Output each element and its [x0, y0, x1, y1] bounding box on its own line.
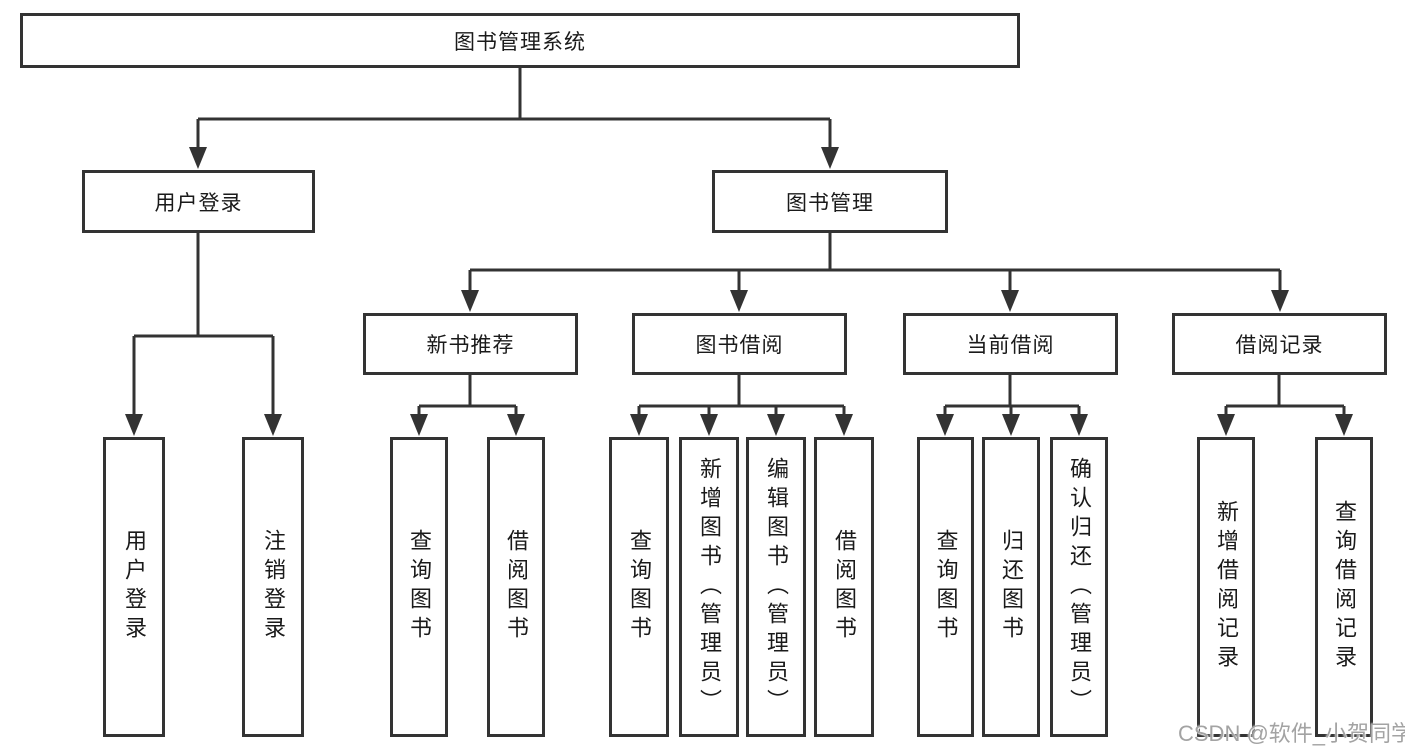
- leaf-label: 借阅图书: [504, 529, 529, 645]
- leaf-label: 确认归还（管理员）: [1067, 456, 1092, 718]
- leaf-borrow-edit-books-admin: 编辑图书（管理员）: [746, 437, 806, 737]
- node-root-system: 图书管理系统: [20, 13, 1020, 68]
- node-book-management: 图书管理: [712, 170, 948, 233]
- leaf-label: 查询图书: [407, 529, 432, 645]
- leaf-current-confirm-return-admin: 确认归还（管理员）: [1050, 437, 1108, 737]
- leaf-borrow-borrow-books: 借阅图书: [814, 437, 874, 737]
- leaf-current-query-books: 查询图书: [917, 437, 974, 737]
- leaf-label: 归还图书: [999, 529, 1024, 645]
- leaf-logout: 注销登录: [242, 437, 304, 737]
- leaf-rec-borrow-books: 借阅图书: [487, 437, 545, 737]
- node-current-borrowing: 当前借阅: [903, 313, 1118, 375]
- leaf-label: 注销登录: [261, 529, 286, 645]
- leaf-rec-query-books: 查询图书: [390, 437, 448, 737]
- leaf-label: 查询借阅记录: [1332, 500, 1357, 674]
- leaf-borrow-query-books: 查询图书: [609, 437, 669, 737]
- node-user-login: 用户登录: [82, 170, 315, 233]
- leaf-label: 编辑图书（管理员）: [764, 456, 789, 718]
- leaf-label: 查询图书: [933, 529, 959, 645]
- leaf-label: 借阅图书: [832, 529, 857, 645]
- leaf-borrow-add-books-admin: 新增图书（管理员）: [679, 437, 739, 737]
- leaf-records-add-record: 新增借阅记录: [1197, 437, 1255, 737]
- csdn-watermark: CSDN @软件_小贺同学: [1178, 721, 1405, 746]
- leaf-label: 用户登录: [122, 529, 147, 645]
- leaf-label: 新增借阅记录: [1214, 500, 1239, 674]
- node-book-borrowing: 图书借阅: [632, 313, 847, 375]
- leaf-current-return-books: 归还图书: [982, 437, 1040, 737]
- leaf-label: 查询图书: [627, 529, 652, 645]
- node-new-book-recommendation: 新书推荐: [363, 313, 578, 375]
- leaf-label: 新增图书（管理员）: [697, 456, 722, 718]
- leaf-records-query-record: 查询借阅记录: [1315, 437, 1373, 737]
- leaf-user-login: 用户登录: [103, 437, 165, 737]
- node-borrowing-records: 借阅记录: [1172, 313, 1387, 375]
